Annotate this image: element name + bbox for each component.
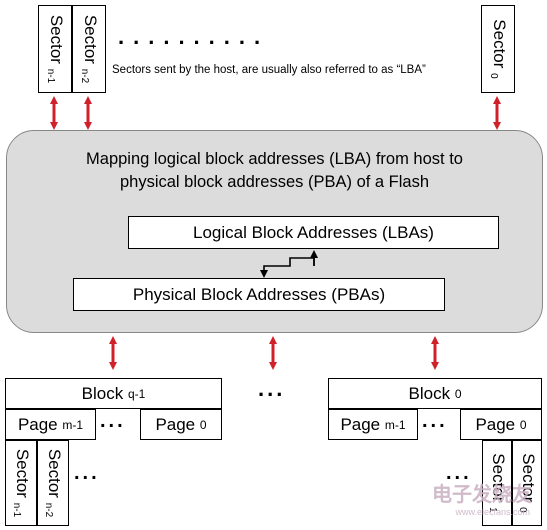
sector-subscript: n-1 bbox=[45, 68, 56, 84]
block-label: Block bbox=[408, 383, 451, 403]
sector-subscript: n-2 bbox=[79, 68, 90, 84]
sector-label: Sector bbox=[81, 14, 100, 64]
sector-label: Sector bbox=[45, 448, 64, 498]
sector-dots: ... bbox=[446, 462, 472, 484]
page-label: Page bbox=[340, 414, 381, 434]
block-subscript: 0 bbox=[454, 386, 462, 401]
block-label: Block bbox=[81, 383, 124, 403]
page-m-1: Page m-1 bbox=[328, 409, 418, 440]
watermark-text: 电子发烧友 bbox=[432, 484, 532, 506]
pba-label: Physical Block Addresses (PBAs) bbox=[132, 284, 386, 304]
flash-middle-dots: ... bbox=[258, 376, 286, 401]
page-0: Page 0 bbox=[140, 409, 222, 440]
block-subscript: q-1 bbox=[127, 386, 146, 401]
sector-subscript: n-1 bbox=[11, 502, 22, 518]
flash-sector-n-2: Sector n-2 bbox=[37, 440, 69, 526]
sector-label: Sector bbox=[13, 448, 32, 498]
sector-subscript: 0 bbox=[488, 73, 499, 79]
page-0: Page 0 bbox=[460, 409, 542, 440]
host-sectors-note: Sectors sent by the host, are usually al… bbox=[112, 64, 426, 76]
page-label: Page bbox=[17, 414, 58, 434]
block-0: Block 0 bbox=[328, 378, 542, 409]
host-sector-n-1: Sector n-1 bbox=[38, 5, 72, 93]
sector-dots: ... bbox=[74, 462, 100, 484]
page-subscript: 0 bbox=[519, 417, 527, 432]
flash-sector-0: Sector 0 bbox=[512, 440, 542, 526]
sector-label: Sector bbox=[490, 19, 509, 69]
page-m-1: Page m-1 bbox=[5, 409, 96, 440]
sector-label: Sector bbox=[47, 14, 66, 64]
lba-label: Logical Block Addresses (LBAs) bbox=[193, 222, 434, 242]
pba-box: Physical Block Addresses (PBAs) bbox=[73, 278, 445, 311]
page-dots: ... bbox=[422, 410, 448, 432]
page-subscript: 0 bbox=[199, 417, 207, 432]
flash-sector-1: Sector 1 bbox=[482, 440, 512, 526]
watermark-logo: 电子发烧友 www.elecfans.com bbox=[388, 478, 538, 526]
sector-subscript: n-2 bbox=[43, 502, 54, 518]
watermark-url: www.elecfans.com bbox=[455, 507, 530, 517]
mapping-title-line2: physical block addresses (PBA) of a Flas… bbox=[119, 173, 430, 191]
flash-sector-n-1: Sector n-1 bbox=[5, 440, 37, 526]
mapping-title: Mapping logical block addresses (LBA) fr… bbox=[6, 148, 543, 194]
page-label: Page bbox=[475, 414, 516, 434]
page-subscript: m-1 bbox=[62, 417, 84, 432]
host-sector-dots: .......... bbox=[118, 24, 270, 49]
host-sector-0: Sector 0 bbox=[481, 5, 515, 93]
lba-box: Logical Block Addresses (LBAs) bbox=[128, 216, 499, 249]
page-dots: ... bbox=[100, 410, 126, 432]
block-q-1: Block q-1 bbox=[5, 378, 222, 409]
host-sector-n-2: Sector n-2 bbox=[72, 5, 106, 93]
mapping-title-line1: Mapping logical block addresses (LBA) fr… bbox=[86, 150, 463, 168]
page-label: Page bbox=[155, 414, 196, 434]
page-subscript: m-1 bbox=[384, 417, 406, 432]
